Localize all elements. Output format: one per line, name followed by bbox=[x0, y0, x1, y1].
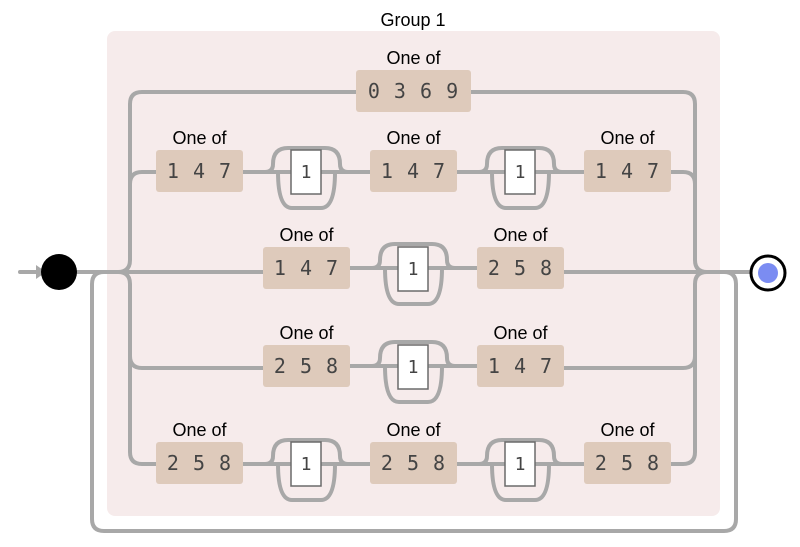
row-2-item-4-literal-text: 1 bbox=[515, 162, 526, 183]
row-5-item-2-literal-node: 1 bbox=[290, 441, 322, 487]
row-5-item-1-set-box bbox=[156, 442, 243, 484]
row-2-repeat-loop-a bbox=[276, 170, 337, 210]
row-3-item-1-set-box bbox=[263, 247, 350, 289]
row-2-item-3-set-box bbox=[370, 150, 457, 192]
row-5-item-4-literal-node: 1 bbox=[504, 441, 536, 487]
row-4-item-3-set-text: 1 4 7 bbox=[488, 354, 553, 378]
row-2-item-3-set-text: 1 4 7 bbox=[381, 159, 446, 183]
row-5-item-1-set-text: 2 5 8 bbox=[167, 451, 232, 475]
row-2-item-5-set-box bbox=[584, 150, 671, 192]
row-2-item-2-literal-text: 1 bbox=[301, 162, 312, 183]
row-3-item-1-one-of-label: One of bbox=[279, 225, 334, 245]
row-5-repeat-loop-a bbox=[276, 462, 337, 502]
row-4-item-1-one-of-label: One of bbox=[279, 323, 334, 343]
row-4-item-3-set-node: One of 1 4 7 bbox=[477, 323, 564, 387]
row-2-skip-loop-a bbox=[263, 146, 350, 174]
row-2-repeat-loop-b bbox=[490, 170, 551, 210]
row-1-item-1-set-node: One of 0 3 6 9 bbox=[356, 48, 471, 112]
row-5-skip-loop-b bbox=[477, 438, 564, 466]
row-3-item-1-set-text: 1 4 7 bbox=[274, 256, 339, 280]
row-5-item-5-set-box bbox=[584, 442, 671, 484]
row-2-item-2-literal-box bbox=[290, 149, 322, 195]
row-3-item-3-set-box bbox=[477, 247, 564, 289]
row-4-item-3-set-box bbox=[477, 345, 564, 387]
row-4-item-3-one-of-label: One of bbox=[493, 323, 548, 343]
row-5-repeat-loop-b bbox=[490, 462, 551, 502]
row-3-item-3-set-node: One of 2 5 8 bbox=[477, 225, 564, 289]
end-node-core bbox=[758, 263, 778, 283]
row-5-item-4-literal-text: 1 bbox=[515, 454, 526, 475]
row-3-item-2-literal-text: 1 bbox=[408, 259, 419, 280]
row-5-item-1-one-of-label: One of bbox=[172, 420, 227, 440]
row-3-item-3-set-text: 2 5 8 bbox=[488, 256, 553, 280]
row-3-item-3-one-of-label: One of bbox=[493, 225, 548, 245]
row-3-item-2-literal-box bbox=[397, 246, 429, 292]
row-4-item-1-set-node: One of 2 5 8 bbox=[263, 323, 350, 387]
branch-wire-row-4-in bbox=[128, 354, 265, 370]
row-2-item-5-set-text: 1 4 7 bbox=[595, 159, 660, 183]
row-5-item-3-set-node: One of 2 5 8 bbox=[370, 420, 457, 484]
row-3-repeat-loop bbox=[383, 266, 444, 306]
row-2-item-2-literal-node: 1 bbox=[290, 149, 322, 195]
row-5-item-5-set-node: One of 2 5 8 bbox=[584, 420, 671, 484]
row-2-item-3-one-of-label: One of bbox=[386, 128, 441, 148]
row-4-skip-loop bbox=[370, 340, 457, 368]
branch-wire-row-4-out bbox=[562, 354, 697, 370]
row-5-skip-loop-a bbox=[263, 438, 350, 466]
row-2-item-5-one-of-label: One of bbox=[600, 128, 655, 148]
row-3-item-1-set-node: One of 1 4 7 bbox=[263, 225, 350, 289]
row-5-item-3-set-box bbox=[370, 442, 457, 484]
row-2-item-1-one-of-label: One of bbox=[172, 128, 227, 148]
row-3-item-2-literal-node: 1 bbox=[397, 246, 429, 292]
row-1-item-1-set-text: 0 3 6 9 bbox=[368, 79, 459, 103]
row-4-item-2-literal-text: 1 bbox=[408, 357, 419, 378]
row-5-item-4-literal-box bbox=[504, 441, 536, 487]
row-4-item-1-set-text: 2 5 8 bbox=[274, 354, 339, 378]
row-4-item-2-literal-box bbox=[397, 344, 429, 390]
wires bbox=[18, 90, 754, 533]
row-2-item-4-literal-box bbox=[504, 149, 536, 195]
row-4-repeat-loop bbox=[383, 364, 444, 404]
row-2-item-3-set-node: One of 1 4 7 bbox=[370, 128, 457, 192]
row-5-item-2-literal-text: 1 bbox=[301, 454, 312, 475]
row-2-item-4-literal-node: 1 bbox=[504, 149, 536, 195]
branch-wire-row-2-in bbox=[128, 170, 158, 186]
row-5-item-2-literal-box bbox=[290, 441, 322, 487]
row-2-item-1-set-node: One of 1 4 7 bbox=[156, 128, 243, 192]
start-node bbox=[41, 254, 77, 290]
row-5-item-1-set-node: One of 2 5 8 bbox=[156, 420, 243, 484]
row-5-item-5-set-text: 2 5 8 bbox=[595, 451, 660, 475]
row-4-item-1-set-box bbox=[263, 345, 350, 387]
row-5-item-3-set-text: 2 5 8 bbox=[381, 451, 446, 475]
group-label: Group 1 bbox=[380, 10, 445, 30]
row-2-skip-loop-b bbox=[477, 146, 564, 174]
row-5-item-3-one-of-label: One of bbox=[386, 420, 441, 440]
row-5-item-5-one-of-label: One of bbox=[600, 420, 655, 440]
row-2-item-5-set-node: One of 1 4 7 bbox=[584, 128, 671, 192]
repeat-loop-wire bbox=[90, 270, 738, 533]
row-1-item-1-set-box bbox=[356, 70, 471, 112]
row-4-item-2-literal-node: 1 bbox=[397, 344, 429, 390]
row-1-item-1-one-of-label: One of bbox=[386, 48, 441, 68]
row-3-skip-loop bbox=[370, 242, 457, 270]
row-2-item-1-set-box bbox=[156, 150, 243, 192]
branch-wire-row-2-out bbox=[668, 170, 697, 186]
row-2-item-1-set-text: 1 4 7 bbox=[167, 159, 232, 183]
